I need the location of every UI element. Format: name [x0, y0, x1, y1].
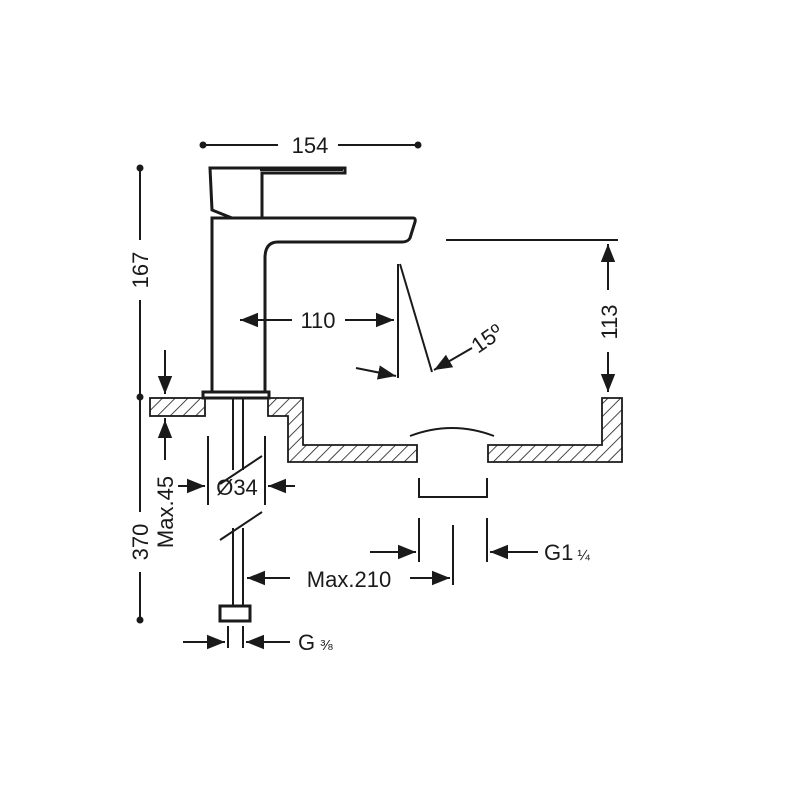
supply-hose — [218, 398, 263, 623]
drain-cap — [409, 427, 495, 437]
label-reach-110: 110 — [300, 308, 335, 333]
label-height-167: 167 — [128, 252, 153, 289]
basin-left-wall — [267, 397, 418, 463]
dim-spout-reach: 110 — [240, 308, 394, 333]
dim-spout-height: 113 — [446, 239, 622, 392]
dim-height-total: 167 — [128, 164, 153, 401]
basin-section — [149, 397, 623, 585]
drain-body — [418, 478, 488, 498]
label-width-154: 154 — [292, 133, 329, 158]
dim-hole-diameter: Ø34 — [178, 436, 295, 505]
dim-width-top: 154 — [199, 133, 422, 158]
faucet-body — [201, 166, 417, 400]
dim-max-hose: Max.210 — [247, 567, 450, 592]
lever-handle — [208, 166, 347, 220]
label-angle-15: 15º — [467, 319, 508, 358]
label-height-113: 113 — [597, 304, 622, 339]
label-max-210: Max.210 — [307, 567, 391, 592]
hose-connector — [218, 604, 252, 623]
label-diameter-34: Ø34 — [216, 475, 258, 500]
base-ring — [201, 390, 271, 400]
spout-column — [210, 216, 417, 394]
label-370: 370 — [128, 524, 153, 561]
counter-left-slab — [149, 397, 206, 417]
dim-below-total: 370 — [128, 400, 153, 624]
dim-max-thickness: Max.45 — [153, 350, 178, 548]
label-max-45: Max.45 — [153, 476, 178, 548]
basin-right-wall — [487, 397, 623, 463]
